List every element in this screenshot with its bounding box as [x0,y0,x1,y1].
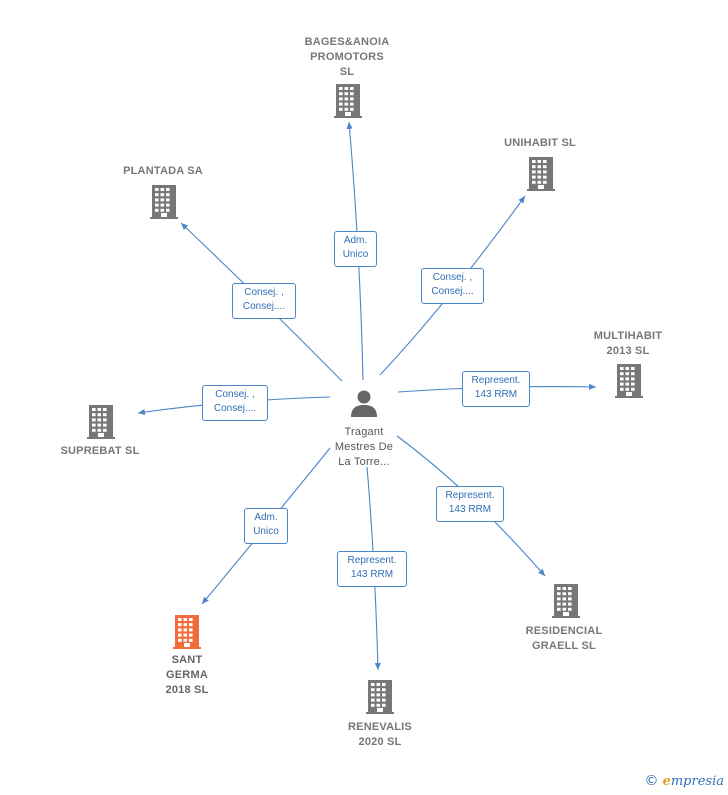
building-icon[interactable] [615,364,643,403]
building-icon[interactable] [552,584,580,623]
edge-label-unihabit[interactable]: Consej. , Consej.... [421,268,484,304]
copyright-symbol: © [644,773,659,789]
company-label-multihabit[interactable]: MULTIHABIT 2013 SL [593,330,663,357]
company-label-bages[interactable]: BAGES&ANOIA PROMOTORS SL [304,36,390,78]
company-label-renevalis[interactable]: RENEVALIS 2020 SL [348,721,412,748]
edge-label-renevalis[interactable]: Represent. 143 RRM [337,551,407,587]
edge-label-multihabit[interactable]: Represent. 143 RRM [462,371,530,407]
edge-label-plantada[interactable]: Consej. , Consej.... [232,283,296,319]
building-icon[interactable] [173,615,201,654]
building-icon[interactable] [334,84,362,123]
center-person-label[interactable]: Tragant Mestres De La Torre... [334,426,394,468]
edge-label-bages[interactable]: Adm. Unico [334,231,377,267]
building-icon[interactable] [366,680,394,719]
edge-label-suprebat[interactable]: Consej. , Consej.... [202,385,268,421]
building-icon[interactable] [87,405,115,444]
company-label-santgerma[interactable]: SANT GERMA 2018 SL [165,654,209,696]
edge-label-residencial[interactable]: Represent. 143 RRM [436,486,504,522]
building-icon[interactable] [150,185,178,224]
brand-name: mpresia [670,774,724,789]
edge-label-santgerma[interactable]: Adm. Unico [244,508,288,544]
person-icon[interactable] [349,388,379,423]
company-label-plantada[interactable]: PLANTADA SA [123,165,203,177]
empresia-watermark[interactable]: © empresia [644,773,724,789]
company-label-residencial[interactable]: RESIDENCIAL GRAELL SL [525,625,603,652]
company-label-unihabit[interactable]: UNIHABIT SL [504,137,576,149]
company-label-suprebat[interactable]: SUPREBAT SL [60,445,140,457]
brand-initial: e [662,774,671,789]
building-icon[interactable] [527,157,555,196]
